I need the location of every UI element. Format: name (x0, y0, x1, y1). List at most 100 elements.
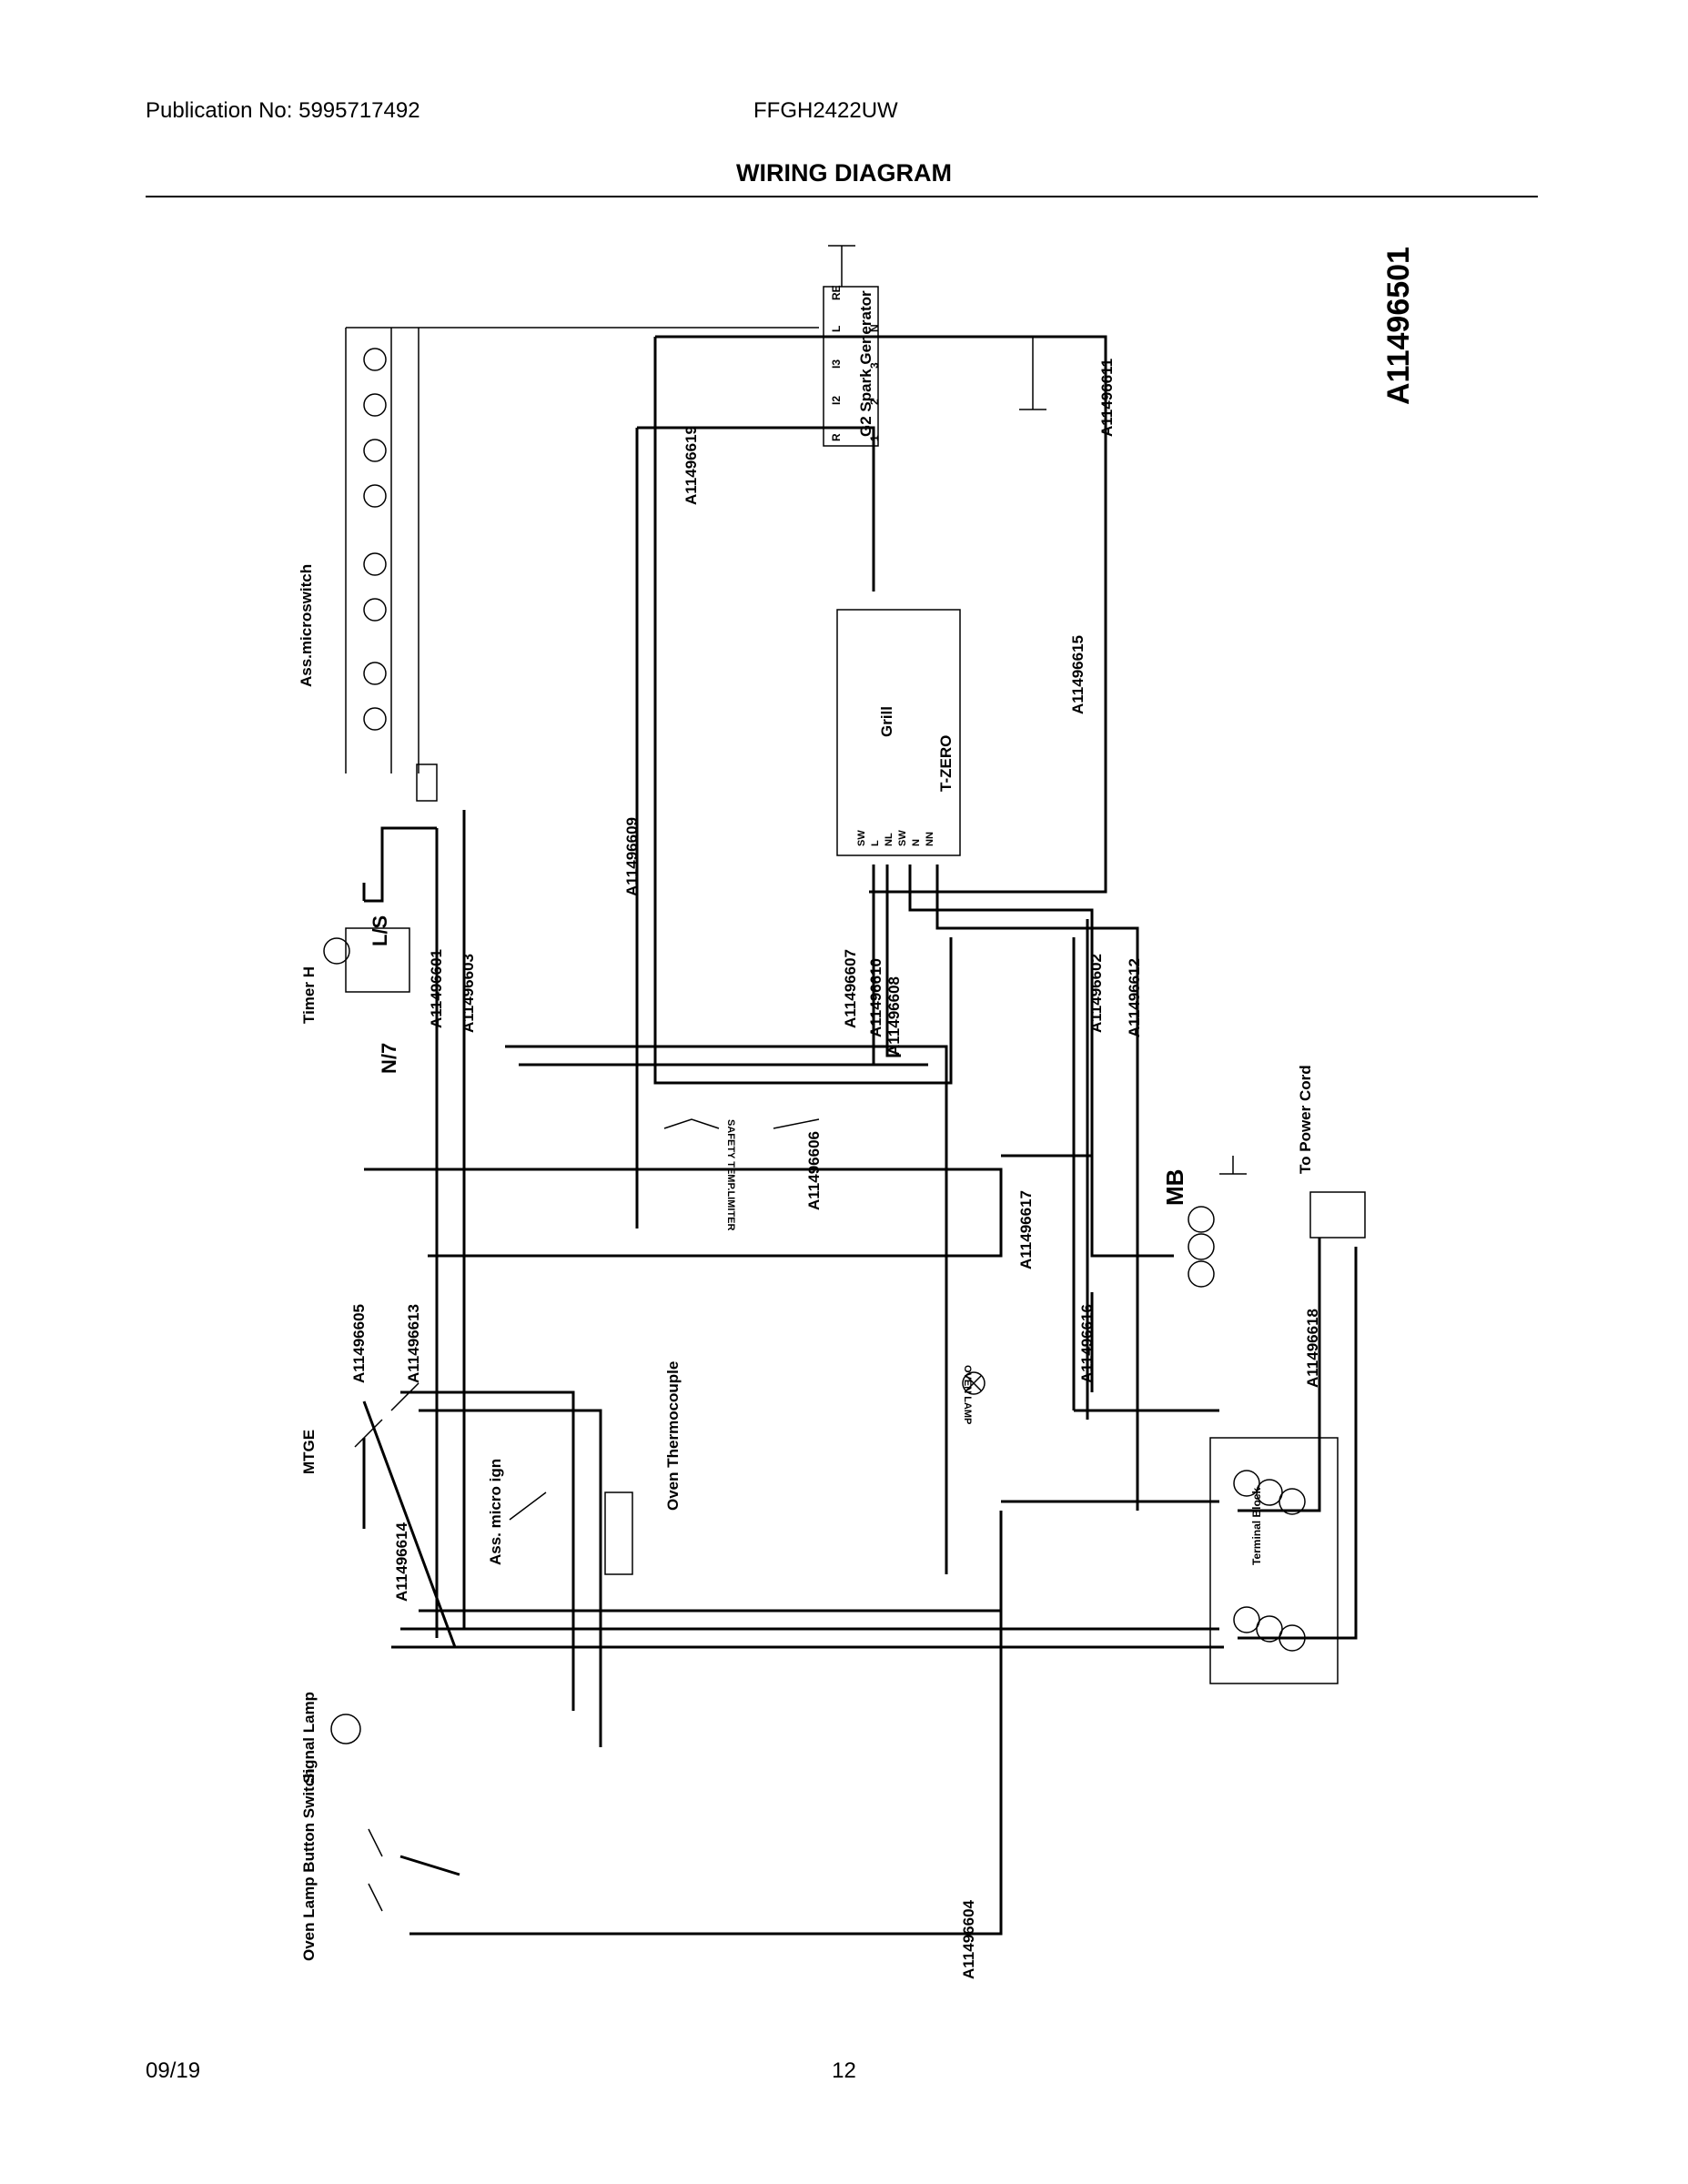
spark-terminal-top: RE (830, 285, 843, 300)
ground-icon (1019, 337, 1046, 410)
signal-lamp-label: Signal Lamp (300, 1692, 318, 1784)
timer-wires (362, 810, 466, 1638)
micro-ign-label: Ass. micro ign (487, 1459, 504, 1565)
microswitch-contact (363, 439, 387, 462)
wire-label: A11496603 (460, 954, 477, 1033)
spark-terminal-top: I2 (830, 396, 843, 405)
mtge-wires (362, 1400, 460, 1876)
wire-label: A11496608 (885, 976, 903, 1056)
wire-label: A11496617 (1017, 1190, 1035, 1269)
oven-thermocouple-label: Oven Thermocouple (664, 1361, 682, 1511)
spark-terminal-bottom: 3 (868, 362, 881, 369)
wire-label: A11496619 (682, 426, 700, 505)
spark-generator-label: G2 Spark Generator (857, 290, 874, 437)
wire-label: A11496612 (1126, 958, 1143, 1037)
wire-label: A11496601 (428, 949, 445, 1028)
terminal-screw (1256, 1479, 1283, 1506)
terminal-screw (1279, 1624, 1306, 1652)
grill-terminal: NN (925, 832, 935, 846)
microswitch-contact (363, 707, 387, 731)
oven-lamp (962, 1371, 986, 1395)
a11496604-wire (409, 1500, 1219, 1936)
spark-terminal-bottom: 1 (868, 435, 881, 441)
microswitch-connector (416, 763, 438, 802)
microswitch-contact (363, 598, 387, 622)
ls-label: L/S (369, 915, 391, 946)
spark-terminal-top: R (830, 433, 843, 441)
micro-ign-wires (505, 1045, 948, 1574)
terminal-screw (1233, 1470, 1260, 1497)
footer-date: 09/19 (146, 2058, 201, 2083)
safety-limiter-symbol (663, 1118, 820, 1129)
wire-label: A11496615 (1069, 635, 1087, 714)
grill-terminal: SW (856, 830, 867, 846)
mtge-switch-symbol (354, 1382, 419, 1448)
safety-limiter-label: SAFETY TEMP.LIMITER (725, 1119, 736, 1230)
timer-label: Timer H (300, 966, 318, 1024)
microswitch-contact (363, 348, 387, 371)
mb-terminal (1188, 1233, 1215, 1260)
spark-terminal-bottom: N (868, 324, 881, 332)
mb-terminal (1188, 1260, 1215, 1288)
ground-icon (828, 245, 855, 287)
n7-label: N/7 (378, 1043, 400, 1074)
microswitch-bus (345, 328, 419, 774)
title-divider (146, 196, 1538, 197)
terminal-block-runs (391, 1609, 1224, 1649)
a11496618-wire (1238, 1238, 1358, 1640)
page-title: WIRING DIAGRAM (736, 159, 952, 187)
terminal-block (1209, 1437, 1339, 1684)
wiring-lines (345, 327, 1358, 1936)
micro-ign-switch-symbol (509, 1491, 547, 1521)
grill-terminal: NL (884, 833, 895, 846)
wire-label: A11496605 (350, 1304, 368, 1383)
a11496616-wire (1074, 1292, 1219, 1412)
mtge-label: MTGE (300, 1430, 318, 1474)
mb-terminal (1188, 1206, 1215, 1233)
microswitch-contact (363, 662, 387, 685)
thermocouple-probe (604, 1491, 633, 1575)
grill-tzero (836, 609, 961, 856)
ground-icon (1219, 1156, 1247, 1175)
mb-label: MB (1161, 1169, 1188, 1206)
microswitch-contact (363, 552, 387, 576)
main-loop-wire (653, 335, 1107, 1085)
oven-lamp-button-label: Oven Lamp Button Switch (300, 1768, 318, 1961)
oven-lamp-label: OVEN LAMP (962, 1365, 973, 1424)
microswitch-label: Ass.microswitch (298, 564, 315, 687)
spark-generator-box (823, 286, 879, 447)
spark-terminals: R I2 I3 L RE 1 2 3 N (830, 285, 881, 441)
wire-label: A11496604 (960, 1899, 977, 1979)
wire-label: A11496616 (1078, 1304, 1096, 1383)
terminal-block-label: Terminal Block (1250, 1488, 1263, 1565)
mb-block (1188, 1156, 1247, 1288)
drawing-number: A11496501 (1381, 247, 1416, 405)
spark-generator (823, 245, 1046, 447)
grill-terminal: L (870, 840, 881, 846)
oven-lamp-cross (965, 1375, 982, 1391)
microswitch-group (363, 348, 438, 802)
model-number: FFGH2422UW (753, 98, 898, 123)
signal-lamp-wires (400, 1390, 602, 1747)
a11496605-wire (364, 1168, 1003, 1258)
terminal-block-box (1209, 1437, 1339, 1684)
grill-label: Grill (878, 706, 895, 737)
oven-lamp-bulb-icon (962, 1371, 986, 1395)
wire-label: A11496610 (867, 958, 884, 1037)
terminal-screw (1233, 1606, 1260, 1633)
timer-h (323, 927, 410, 993)
power-cord-plug (1309, 1191, 1366, 1239)
terminal-screw (1256, 1615, 1283, 1643)
a11496617-wire (1001, 1154, 1174, 1258)
grill-terminal: SW (897, 830, 908, 846)
power-cord-label: To Power Cord (1297, 1065, 1314, 1174)
grill-to-terminal-wires (1072, 919, 1089, 1420)
button-switch-symbol (368, 1828, 383, 1912)
wire-label: A11496607 (842, 949, 859, 1028)
timer-clock-icon (323, 937, 350, 965)
spark-terminal-top: I3 (830, 359, 843, 369)
grill-box (836, 609, 961, 856)
wire-label: A11496609 (623, 817, 641, 896)
wire-label: A11496602 (1087, 954, 1105, 1033)
terminal-screw (1279, 1488, 1306, 1515)
